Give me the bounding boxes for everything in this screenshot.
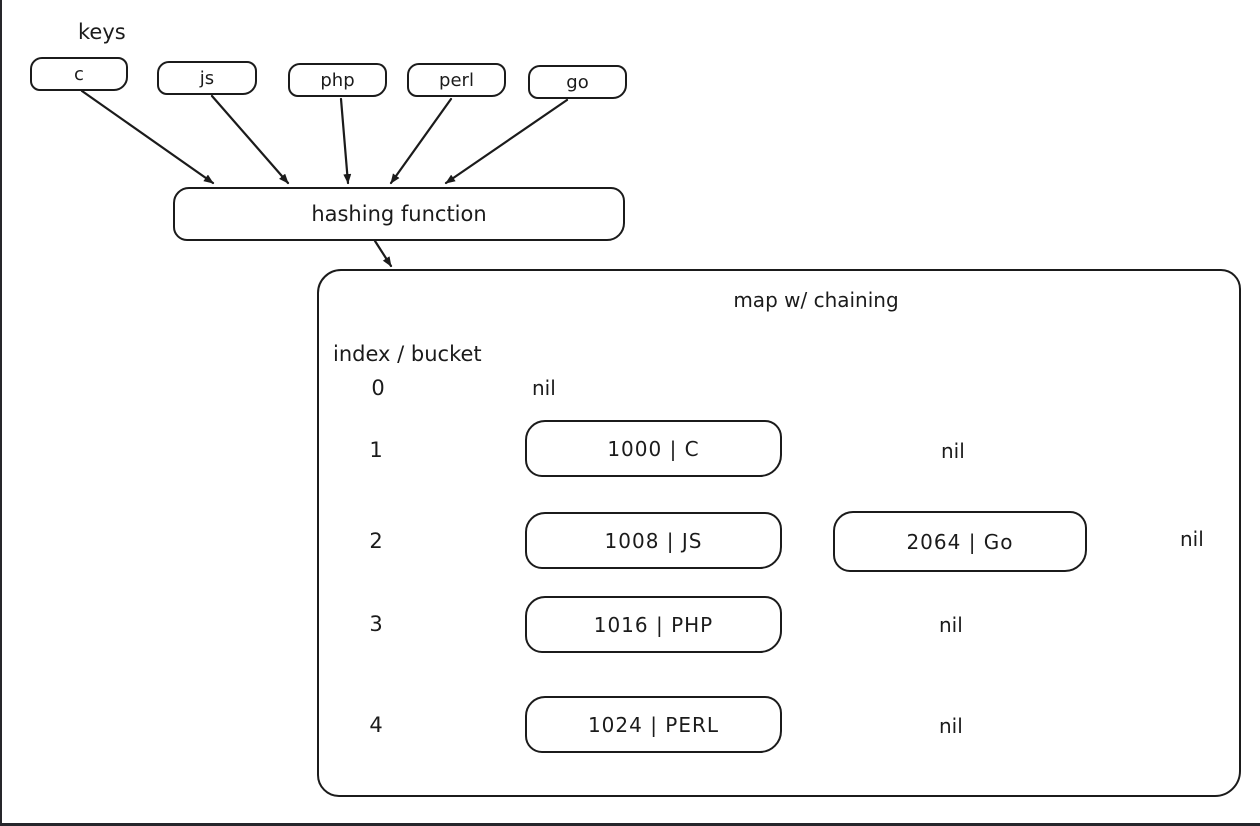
canvas-left-border [0, 0, 2, 826]
canvas-bottom-border [0, 823, 1260, 826]
index-bucket-label: index / bucket [333, 342, 482, 366]
node-label: 1008 | JS [604, 528, 703, 553]
key-label-go: go [566, 71, 589, 93]
key-box-c: c [30, 57, 128, 91]
bucket-index-1: 1 [369, 438, 383, 462]
node-label: 1016 | PHP [593, 612, 714, 637]
hashing-function-label: hashing function [311, 202, 487, 226]
nil-label-bucket2: nil [1180, 527, 1204, 551]
key-box-perl: perl [407, 63, 506, 97]
node-box-bucket2-0: 1008 | JS [525, 512, 782, 569]
node-box-bucket2-1: 2064 | Go [833, 511, 1087, 572]
key-box-php: php [288, 63, 387, 97]
bucket-index-4: 4 [369, 713, 383, 737]
node-box-bucket3-0: 1016 | PHP [525, 596, 782, 653]
bucket-index-2: 2 [369, 529, 383, 553]
key-label-js: js [199, 67, 215, 89]
bucket-index-3: 3 [369, 612, 383, 636]
key-label-perl: perl [439, 69, 474, 91]
map-title: map w/ chaining [733, 288, 899, 312]
nil-label-bucket1: nil [941, 439, 965, 463]
nil-label-bucket3: nil [939, 613, 963, 637]
node-label: 1024 | PERL [587, 712, 720, 737]
node-label: 1000 | C [607, 436, 700, 461]
hashing-function-box: hashing function [173, 187, 625, 241]
node-box-bucket4-0: 1024 | PERL [525, 696, 782, 753]
key-box-go: go [528, 65, 627, 99]
node-box-bucket1-0: 1000 | C [525, 420, 782, 477]
keys-label: keys [78, 20, 126, 44]
key-box-js: js [157, 61, 257, 95]
nil-label-bucket0: nil [532, 376, 556, 400]
bucket-index-0: 0 [371, 376, 385, 400]
key-label-php: php [320, 69, 355, 91]
nil-label-bucket4: nil [939, 714, 963, 738]
key-label-c: c [74, 63, 84, 85]
node-label: 2064 | Go [906, 529, 1014, 554]
